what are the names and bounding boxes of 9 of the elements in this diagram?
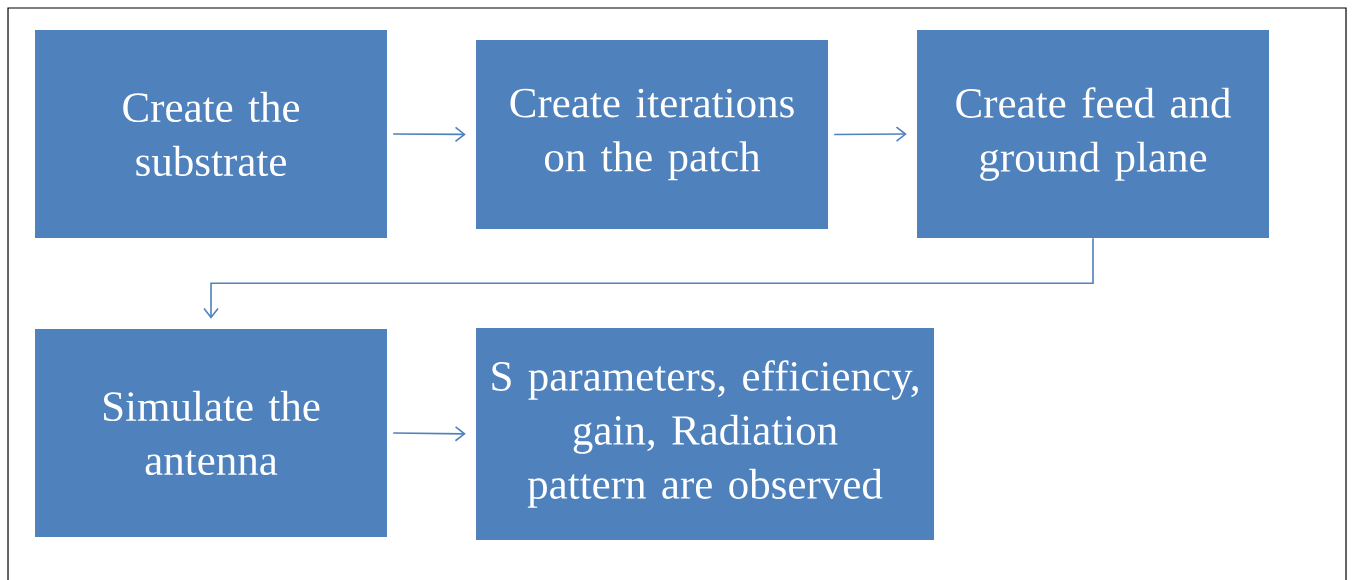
arrow: [833, 126, 907, 142]
arrow: [203, 237, 1094, 319]
process-box: Create feed and ground plane: [917, 30, 1269, 238]
process-box: Create iterations on the patch: [476, 40, 828, 229]
process-box: Create the substrate: [35, 30, 387, 238]
process-box: Simulate the antenna: [35, 329, 387, 537]
process-box: S parameters, efficiency, gain, Radiation pattern are observed: [476, 328, 934, 540]
arrow: [392, 425, 466, 442]
arrow: [392, 126, 466, 143]
